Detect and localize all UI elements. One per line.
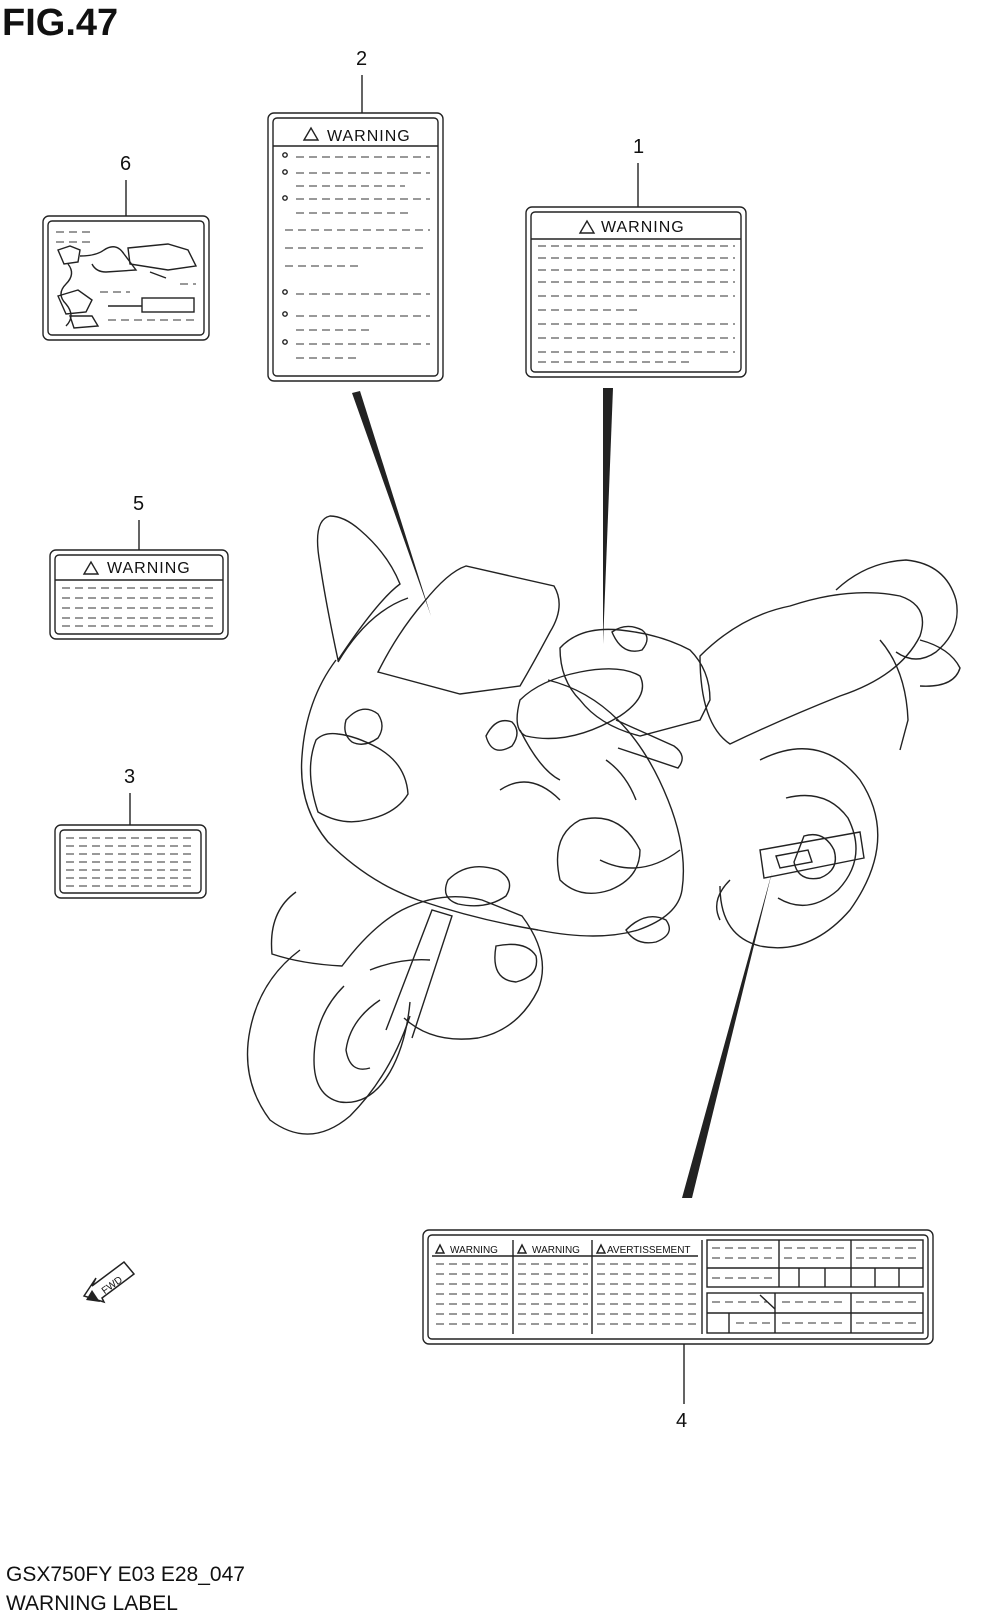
- warning-triangle-icon: [595, 1243, 607, 1254]
- warning-triangle-icon: [434, 1243, 446, 1254]
- label-4-text-lines: [436, 1263, 698, 1325]
- callout-3: 3: [124, 766, 135, 788]
- figure-name: WARNING LABEL: [6, 1592, 178, 1615]
- pointer-label-2: [352, 391, 431, 616]
- pointer-label-4: [682, 872, 772, 1198]
- callout-5: 5: [133, 493, 144, 515]
- warning-triangle-icon: [516, 1243, 528, 1254]
- label-4-warning-text-1: WARNING: [450, 1245, 498, 1256]
- forward-arrow-icon: FWD: [82, 1260, 136, 1304]
- label-2-text-lines: [282, 152, 430, 359]
- callout-2: 2: [356, 48, 367, 70]
- warning-triangle-icon: [578, 219, 596, 234]
- label-2[interactable]: WARNING: [267, 112, 444, 382]
- label-4-avertissement-text: AVERTISSEMENT: [607, 1245, 691, 1256]
- motorcycle-illustration: [246, 515, 961, 1135]
- label-4-warning-text-2: WARNING: [532, 1245, 580, 1256]
- label-2-warning-text: WARNING: [327, 128, 411, 145]
- callout-1: 1: [633, 136, 644, 158]
- label-4[interactable]: WARNING WARNING AVERTISSEMENT: [422, 1229, 934, 1345]
- warning-triangle-icon: [302, 126, 320, 141]
- label-4-tables: [706, 1239, 924, 1334]
- label-5-text-lines: [62, 587, 216, 627]
- callout-6: 6: [120, 153, 131, 175]
- label-3[interactable]: [54, 824, 207, 899]
- callout-4: 4: [676, 1410, 687, 1432]
- label-5-warning-text: WARNING: [107, 560, 191, 577]
- label-6[interactable]: [42, 215, 210, 341]
- label-1-warning-text: WARNING: [601, 219, 685, 236]
- label-6-schematic: [56, 231, 198, 329]
- pointer-label-1: [603, 388, 613, 644]
- label-5[interactable]: WARNING: [49, 549, 229, 640]
- figure-code: GSX750FY E03 E28_047: [6, 1563, 245, 1586]
- figure-title: FIG.47: [2, 2, 119, 44]
- label-3-text-lines: [66, 837, 195, 887]
- label-1[interactable]: WARNING: [525, 206, 747, 378]
- label-1-text-lines: [538, 245, 735, 363]
- warning-triangle-icon: [82, 560, 100, 575]
